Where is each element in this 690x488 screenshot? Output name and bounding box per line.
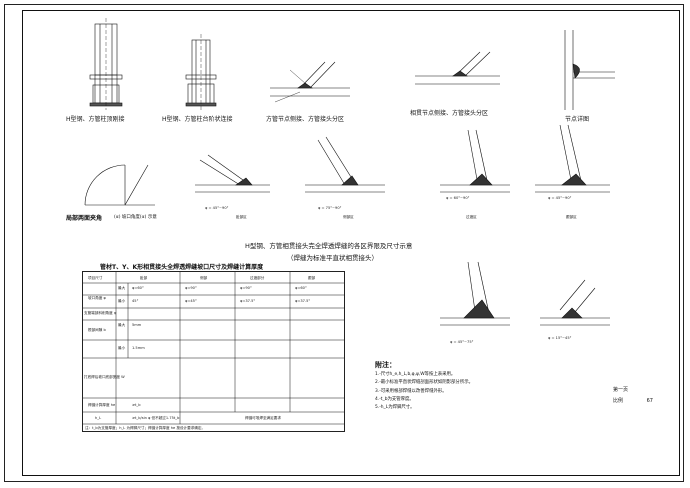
table-cell-0-1: φ=90° <box>185 286 197 290</box>
detail-weld-11 <box>440 261 510 326</box>
outer-border <box>4 4 684 482</box>
table-note: 注：t_b为支管厚度；h_L 为焊脚尺寸；焊缝计算厚度 he 按设计要求确定。 <box>85 426 206 430</box>
table-header-2: 侧部 <box>200 276 208 280</box>
table-cell-7-2: 焊缝可堆焊至满足要求 <box>245 416 281 420</box>
caption-detail-6: 局部两面夹角 <box>66 215 103 222</box>
note-item: 5.-h_L为焊脚尺寸。 <box>375 405 415 411</box>
detail-weld-12 <box>540 279 610 326</box>
caption-detail-3: 方管节点侧接、方管接头分区 <box>266 116 345 123</box>
table-row-label-5: 打底焊后坡口底部宽度 W <box>84 375 125 379</box>
inner-border <box>22 10 680 476</box>
table-cell-1-3: φ=37.5° <box>295 299 311 303</box>
note-item: 1.-尺寸h_e,h_L,b,φ,ψ,W等按上表采用。 <box>375 372 456 378</box>
table-row-sub-4: 最小 <box>118 346 126 350</box>
label-phi-2: φ = 75°~90° <box>318 206 342 210</box>
table-row-label-6: 焊缝计算厚度 he <box>88 403 116 407</box>
caption-section-sub: （焊缝为标准平直状相贯接头） <box>287 254 378 262</box>
detail-node-5 <box>564 30 615 110</box>
detail-branch-joint-3 <box>270 61 350 103</box>
caption-section-main: H型钢、方管相贯接头完全焊透焊缝的各区界限及尺寸示意 <box>245 242 413 250</box>
label-zone-b: 侧部区 <box>343 215 354 219</box>
note-item: 2.-最小标准平直状焊缝剖面形状如阴影部分所示。 <box>375 380 473 386</box>
caption-detail-5: 节点详图 <box>565 116 590 123</box>
table-cell-3-0: 5mm <box>132 323 142 327</box>
table-grid <box>82 271 345 425</box>
detail-local-angle-6 <box>84 164 155 206</box>
weld-table <box>82 271 345 432</box>
table-row-sub-1: 最小 <box>118 299 126 303</box>
label-phi-6: φ = 15°~45° <box>548 336 572 340</box>
caption-detail-6b: (α) 坡口角度(α) 示意 <box>114 215 157 220</box>
caption-detail-4: 相贯节点侧接、方管接头分区 <box>410 110 489 117</box>
note-item: 3.-可采用根部焊缝以改善焊缝外形。 <box>375 388 447 394</box>
table-cell-6-0: ≥t_b <box>132 403 141 407</box>
table-row-label-2: 支管端部斜削角度 ψ <box>84 311 117 315</box>
label-zone-c: 过渡区 <box>466 215 477 219</box>
detail-column-top-1 <box>89 18 123 110</box>
sheet-number-block: 第一页 比例 67 <box>613 385 653 407</box>
table-cell-0-2: φ=90° <box>240 286 252 290</box>
detail-branch-joint-4 <box>415 51 500 85</box>
table-row-label-7: h_L <box>95 416 102 420</box>
label-zone-a: 趾部区 <box>236 215 247 219</box>
table-row-sub-3: 最大 <box>118 323 126 327</box>
label-phi-1: φ = 45°~90° <box>205 206 229 210</box>
detail-column-step-2 <box>185 34 217 110</box>
table-row-sub-0: 最大 <box>118 286 126 290</box>
table-cell-0-3: φ=60° <box>295 286 307 290</box>
sheet-label-1: 第一页 <box>613 387 629 393</box>
table-title: 管材T、Y、K形相贯接头全焊透焊缝坡口尺寸及焊缝计算厚度 <box>100 264 264 271</box>
caption-detail-2: H型钢、方管柱台阶状连接 <box>162 116 233 123</box>
notes-heading: 附注： <box>375 361 396 369</box>
detail-weld-10 <box>535 124 610 193</box>
sheet-label-2: 比例 <box>613 398 624 404</box>
notes-block: 附注： 1.-尺寸h_e,h_L,b,φ,ψ,W等按上表采用。 2.-最小标准平… <box>375 361 473 412</box>
table-row-label-0: 坡口角度 φ <box>88 296 106 300</box>
table-cell-1-1: φ=45° <box>185 299 197 303</box>
table-header-0: 项目尺寸 <box>88 276 103 280</box>
table-header-3: 过渡部分 <box>250 276 265 280</box>
label-phi-3: φ = 60°~90° <box>446 196 470 200</box>
detail-weld-8 <box>305 136 385 193</box>
label-zone-d: 跟部区 <box>566 215 577 219</box>
table-cell-1-2: φ=37.5° <box>240 299 256 303</box>
detail-weld-9 <box>440 129 510 193</box>
note-item: 4.-t_b为支管厚度。 <box>375 396 414 402</box>
table-cell-4-0: 1.5mm <box>132 346 145 350</box>
label-phi-4: φ = 45°~90° <box>548 196 572 200</box>
table-header-4: 跟部 <box>308 276 316 280</box>
detail-weld-7 <box>195 154 270 193</box>
caption-detail-1: H型钢、方管柱顶刚接 <box>66 116 125 123</box>
table-cell-7-0: ≥t_b/sin φ 但不超过1.75t_b <box>132 416 180 420</box>
table-cell-0-0: φ=60° <box>132 286 144 290</box>
table-row-label-3: 根部间隙 b <box>88 328 106 332</box>
label-phi-5: φ = 45°~75° <box>450 340 474 344</box>
table-cell-1-0: 45° <box>132 299 139 303</box>
table-header-1: 趾部 <box>140 276 148 280</box>
sheet-number: 67 <box>646 398 653 404</box>
